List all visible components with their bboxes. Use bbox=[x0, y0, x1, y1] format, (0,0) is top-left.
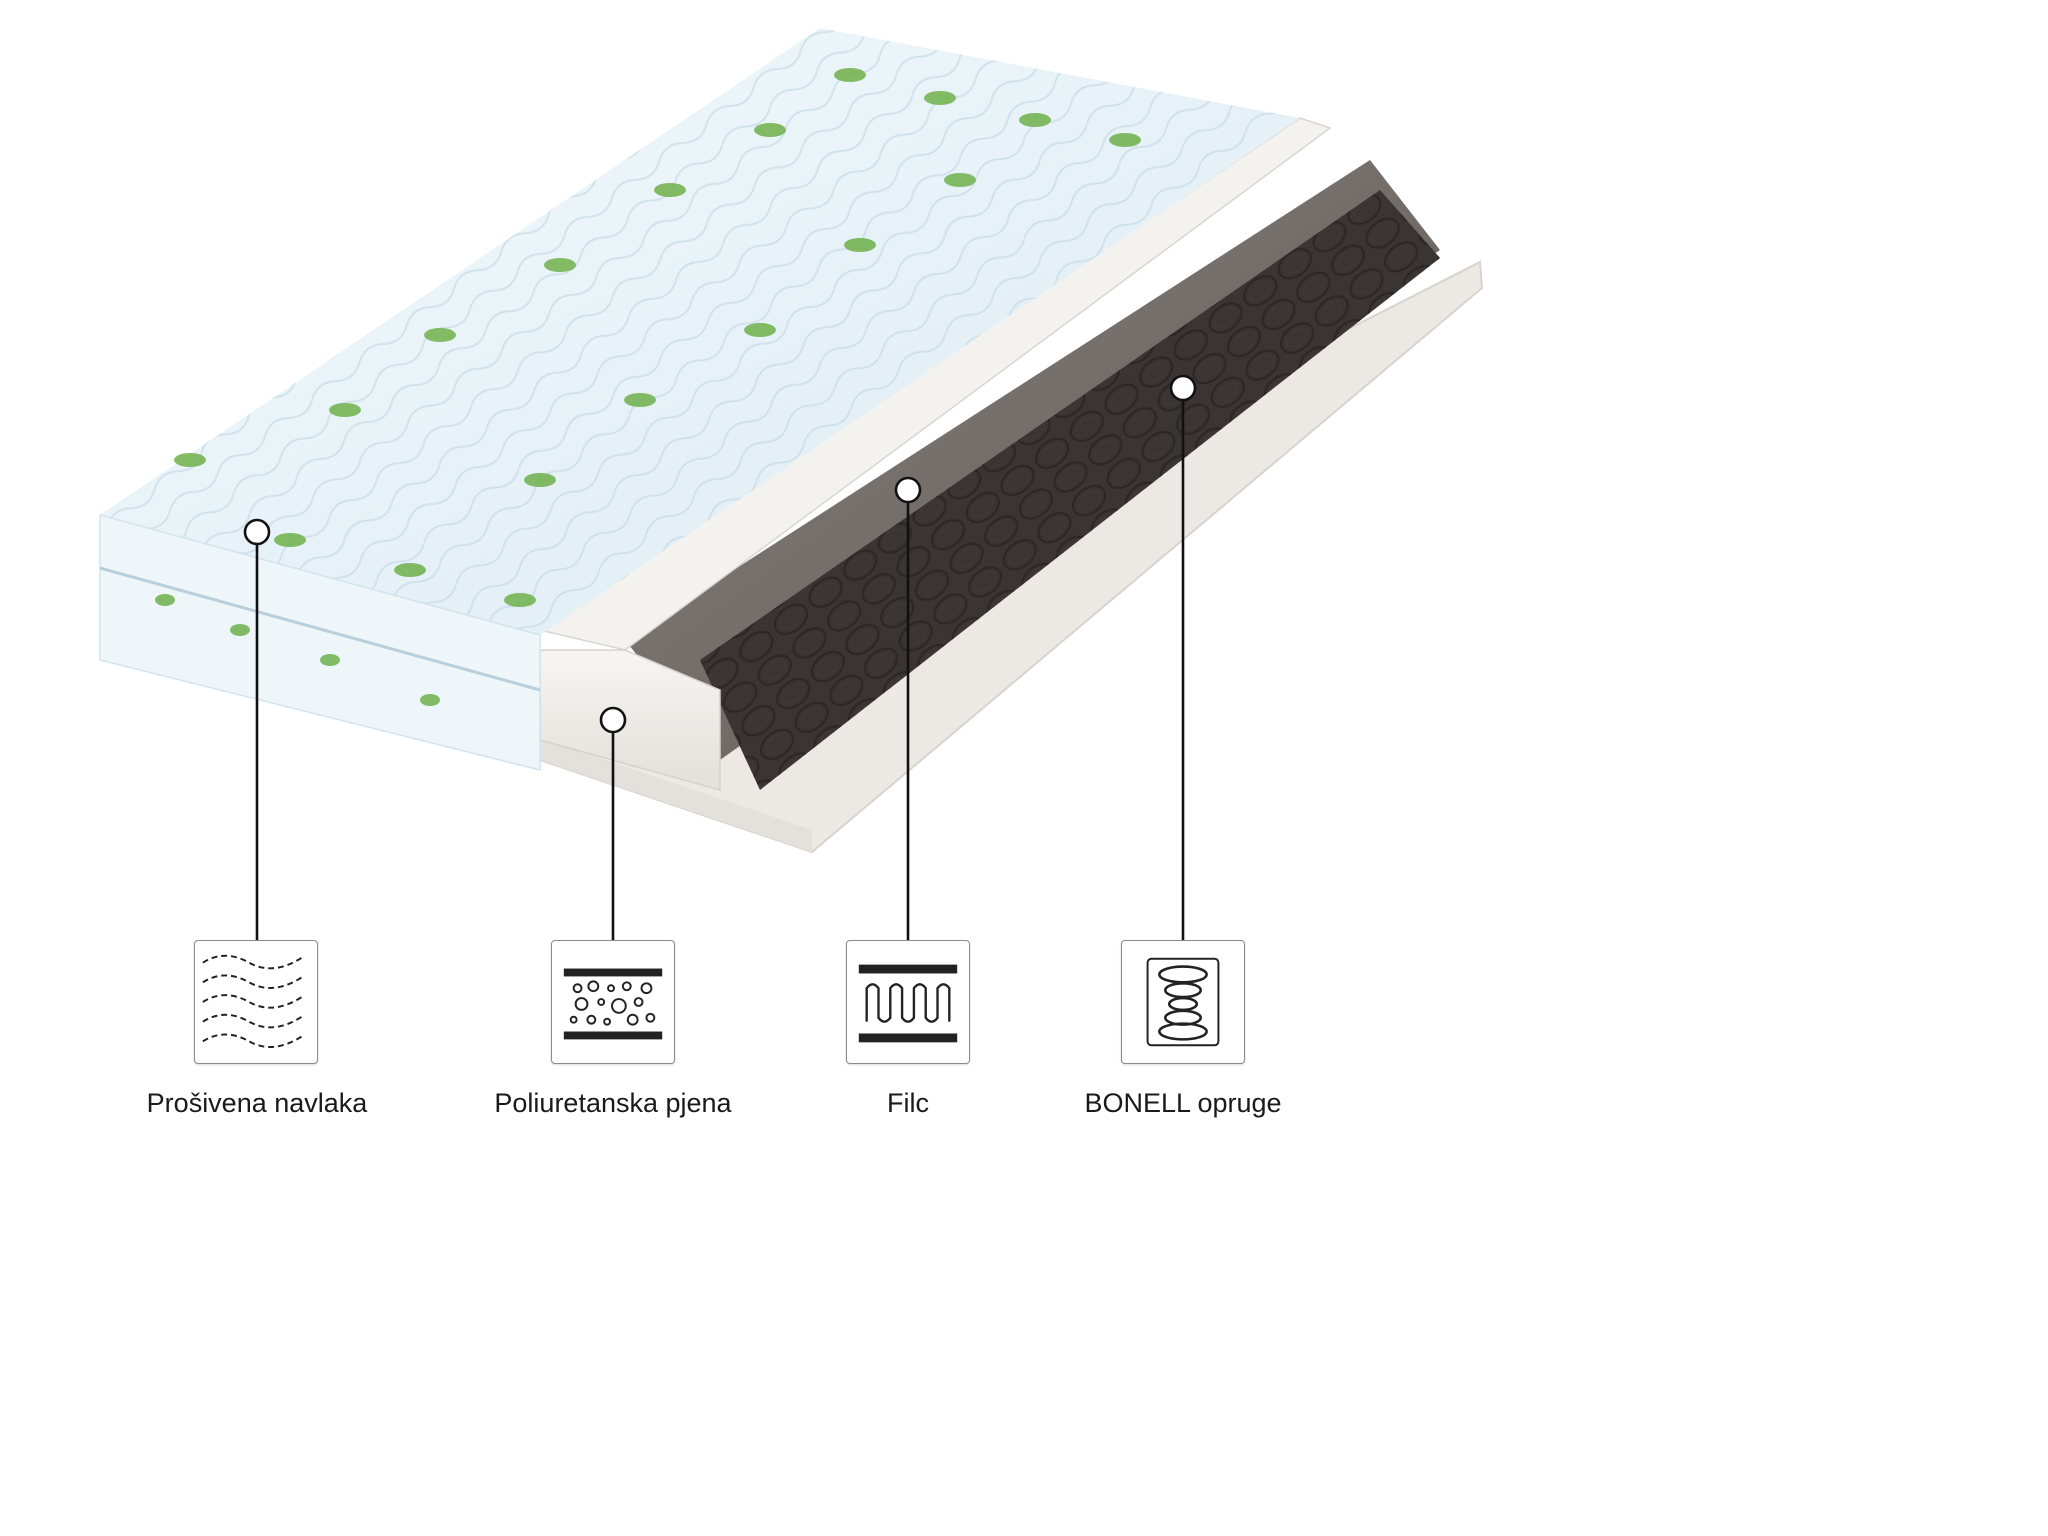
callout-navlaka-box bbox=[194, 940, 318, 1064]
callout-opruge-label: BONELL opruge bbox=[1084, 1088, 1282, 1118]
mattress-cross-section-illustration bbox=[99, 28, 1484, 940]
spring-coils-pattern bbox=[700, 190, 1440, 790]
callout-leaders bbox=[243, 374, 1197, 940]
callout-pjena-label: Poliuretanska pjena bbox=[494, 1088, 732, 1118]
felt-wave-icon bbox=[858, 964, 958, 1043]
quilted-cover-icon bbox=[202, 954, 304, 1048]
foam-base-front-edge bbox=[540, 738, 812, 852]
callout-navlaka-label: Prošivena navlaka bbox=[146, 1088, 368, 1118]
coil-spring-icon bbox=[1146, 957, 1220, 1047]
callout-filc-label: Filc bbox=[887, 1088, 929, 1118]
foam-bubbles-icon bbox=[563, 968, 663, 1040]
callout-opruge-box bbox=[1121, 940, 1245, 1064]
cover-quilt-pattern bbox=[100, 28, 1300, 635]
cover-seam bbox=[99, 566, 541, 692]
callout-pjena-box bbox=[551, 940, 675, 1064]
cover-front-face bbox=[99, 514, 541, 771]
callout-filc-box bbox=[846, 940, 970, 1064]
aloe-leaf-decorations bbox=[155, 68, 1141, 706]
